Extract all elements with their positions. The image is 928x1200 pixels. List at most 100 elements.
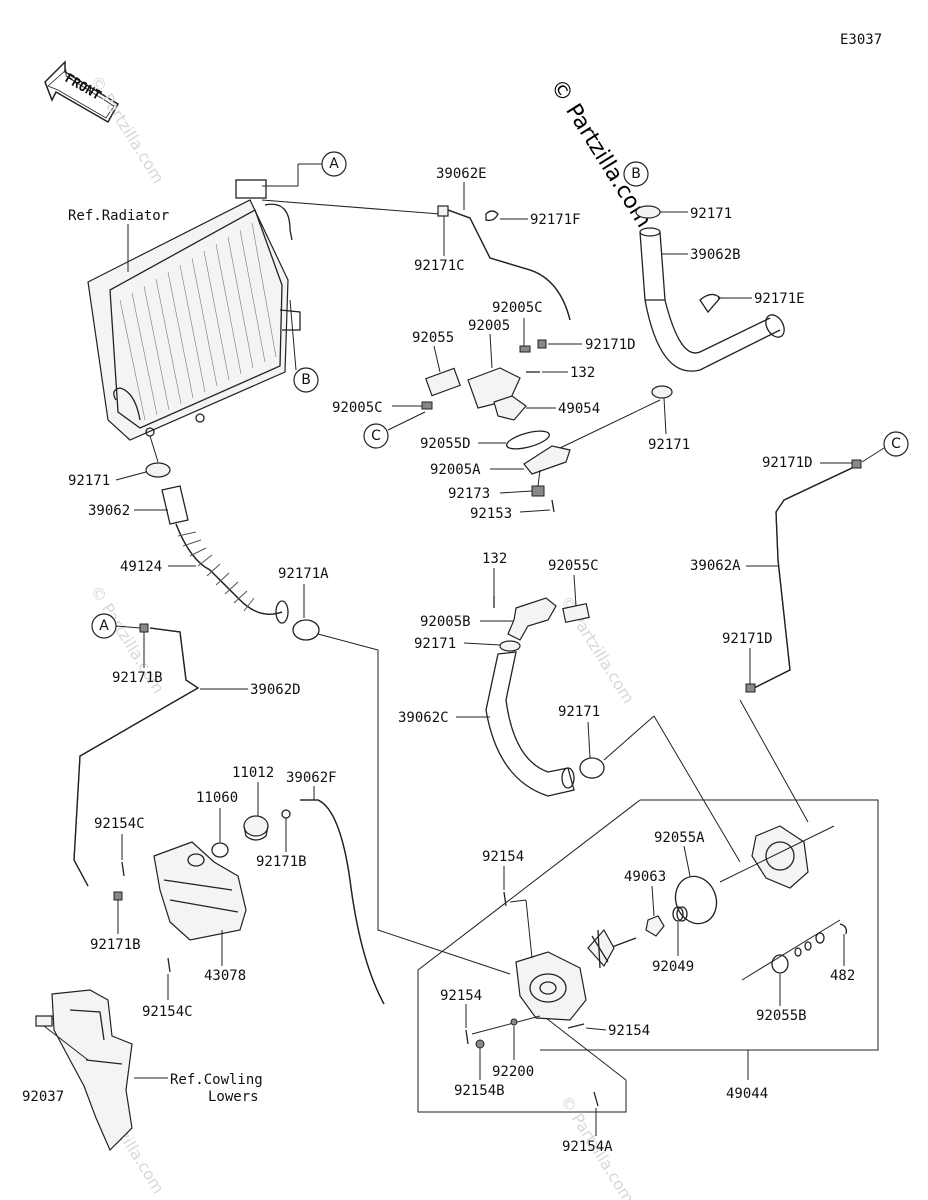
impeller-shaft[interactable] bbox=[587, 928, 637, 969]
label-11012: 11012 bbox=[232, 765, 274, 781]
thermostat-cover-92005a[interactable] bbox=[523, 445, 571, 475]
cap-11012[interactable] bbox=[243, 815, 269, 841]
clip-92037[interactable] bbox=[35, 1015, 53, 1027]
label-92154-left: 92154 bbox=[440, 988, 482, 1004]
bolt-92154b[interactable] bbox=[475, 1039, 485, 1049]
clamp-92171-left[interactable] bbox=[145, 462, 171, 478]
cowling-lower[interactable] bbox=[51, 989, 133, 1152]
bolt-92154-right[interactable] bbox=[567, 1023, 585, 1029]
label-43078: 43078 bbox=[204, 968, 246, 984]
seal-49063[interactable] bbox=[645, 915, 665, 937]
hose-49124[interactable] bbox=[275, 600, 289, 624]
clamp-92171-mid[interactable] bbox=[651, 385, 673, 399]
label-92005: 92005 bbox=[468, 318, 510, 334]
watermark-faint-1: © Partzilla.com bbox=[87, 72, 169, 187]
connector-c-right-label: C bbox=[891, 436, 901, 452]
label-92171b-mid: 92171B bbox=[256, 854, 307, 870]
clamp-92171e[interactable] bbox=[699, 293, 721, 314]
ref-radiator-label: Ref.Radiator bbox=[68, 208, 169, 224]
seal-11060[interactable] bbox=[211, 842, 229, 858]
label-92055b: 92055B bbox=[756, 1008, 807, 1024]
o-ring-92055d[interactable] bbox=[505, 428, 551, 453]
label-92005b: 92005B bbox=[420, 614, 471, 630]
clamp-92171a[interactable] bbox=[292, 619, 320, 641]
label-92055a: 92055A bbox=[654, 830, 705, 846]
connector-a-left-label: A bbox=[99, 618, 109, 634]
housing-92005b[interactable] bbox=[507, 597, 557, 641]
thermostat-49054[interactable] bbox=[493, 395, 527, 421]
label-39062d: 39062D bbox=[250, 682, 301, 698]
bolt-92153[interactable] bbox=[551, 499, 555, 513]
reservoir-tank-43078[interactable] bbox=[153, 841, 247, 941]
radiator[interactable] bbox=[87, 179, 301, 441]
clamp-92171-hose[interactable] bbox=[499, 640, 521, 652]
label-92171-top: 92171 bbox=[690, 206, 732, 222]
label-92154a: 92154A bbox=[562, 1139, 613, 1155]
bolt-92154c-low[interactable] bbox=[167, 957, 171, 973]
circlip-482[interactable] bbox=[839, 923, 848, 935]
label-92171c: 92171C bbox=[414, 258, 465, 274]
clamp-92171f[interactable] bbox=[485, 210, 499, 222]
bolt-92154-top[interactable] bbox=[503, 891, 507, 907]
bolt-92154c-top[interactable] bbox=[121, 861, 125, 877]
hose-39062c[interactable] bbox=[485, 651, 575, 797]
label-11060: 11060 bbox=[196, 790, 238, 806]
fitting-92005c-left[interactable] bbox=[421, 401, 433, 410]
connector-b-left bbox=[293, 367, 319, 393]
clamp-92171d-c[interactable] bbox=[851, 459, 862, 469]
ref-cowling-label-line2: Lowers bbox=[208, 1089, 259, 1105]
clamp-92171c[interactable] bbox=[437, 205, 449, 217]
clamp-92171d-low[interactable] bbox=[745, 683, 756, 693]
connector-c-right bbox=[883, 431, 909, 457]
label-92037: 92037 bbox=[22, 1089, 64, 1105]
clamp-92171b-low[interactable] bbox=[113, 891, 123, 901]
connector-a-top-label: A bbox=[329, 156, 339, 172]
label-92171-mid: 92171 bbox=[648, 437, 690, 453]
label-92171-hose: 92171 bbox=[414, 636, 456, 652]
label-92154c-top: 92154C bbox=[94, 816, 145, 832]
label-92055d: 92055D bbox=[420, 436, 471, 452]
label-92171-pump: 92171 bbox=[558, 704, 600, 720]
label-39062f: 39062F bbox=[286, 770, 337, 786]
spring-92049[interactable] bbox=[672, 906, 688, 922]
label-92154-right: 92154 bbox=[608, 1023, 650, 1039]
clamp-92171b-mid[interactable] bbox=[281, 809, 291, 819]
bolt-92154a[interactable] bbox=[593, 1091, 599, 1107]
bolt-92154-left[interactable] bbox=[465, 1029, 469, 1045]
fitting-92005c-top[interactable] bbox=[519, 345, 531, 353]
label-92171d-c: 92171D bbox=[762, 455, 813, 471]
label-39062a: 39062A bbox=[690, 558, 741, 574]
connector-c-mid bbox=[363, 423, 389, 449]
label-92055: 92055 bbox=[412, 330, 454, 346]
label-92005a: 92005A bbox=[430, 462, 481, 478]
connector-b-right-label: B bbox=[631, 166, 641, 182]
label-92055c: 92055C bbox=[548, 558, 599, 574]
label-92153: 92153 bbox=[470, 506, 512, 522]
plug-92200[interactable] bbox=[510, 1018, 518, 1026]
clamp-92171-top[interactable] bbox=[635, 205, 661, 219]
label-92005c-top: 92005C bbox=[492, 300, 543, 316]
clamp-92171b-top[interactable] bbox=[139, 623, 149, 633]
label-92173: 92173 bbox=[448, 486, 490, 502]
label-92171d-low: 92171D bbox=[722, 631, 773, 647]
clamp-92171d-top[interactable] bbox=[537, 339, 547, 349]
label-92171e: 92171E bbox=[754, 291, 805, 307]
label-92171d-top: 92171D bbox=[585, 337, 636, 353]
label-92154-top: 92154 bbox=[482, 849, 524, 865]
clamp-92171-pump[interactable] bbox=[579, 757, 605, 779]
connector-b-right bbox=[623, 161, 649, 187]
label-92049: 92049 bbox=[652, 959, 694, 975]
label-92200: 92200 bbox=[492, 1064, 534, 1080]
o-ring-92055b[interactable] bbox=[771, 954, 789, 974]
label-49063: 49063 bbox=[624, 869, 666, 885]
gasket-92055c[interactable] bbox=[562, 602, 590, 624]
fitting-92173[interactable] bbox=[531, 485, 545, 497]
label-49044: 49044 bbox=[726, 1086, 768, 1102]
hose-39062[interactable] bbox=[161, 485, 189, 525]
water-pump-housing[interactable] bbox=[515, 951, 587, 1021]
label-482: 482 bbox=[830, 968, 855, 984]
label-92154c-low: 92154C bbox=[142, 1004, 193, 1020]
water-pump-cover[interactable] bbox=[751, 825, 809, 889]
gasket-92055[interactable] bbox=[425, 367, 461, 397]
